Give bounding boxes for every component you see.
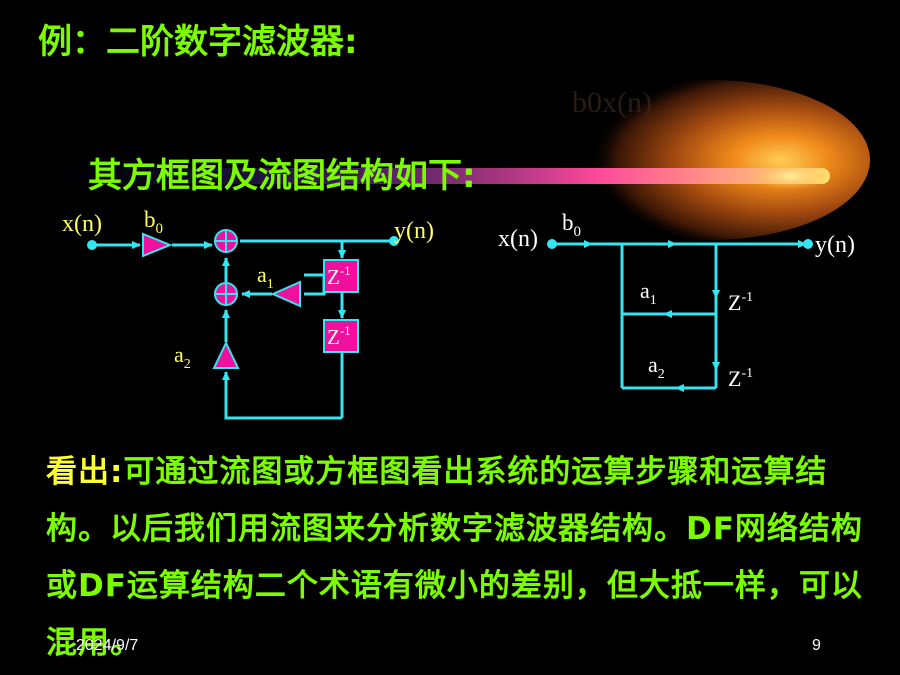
bd-a1-path [304, 275, 326, 296]
fg-input-label: x(n) [498, 226, 538, 252]
bd-b0-label: b0 [144, 207, 163, 237]
subtitle: 其方框图及流图结构如下: [88, 156, 476, 196]
fg-delay2-label: Z-1 [728, 366, 753, 391]
bd-adder-2 [214, 282, 238, 306]
bd-a2-label: a2 [174, 342, 191, 372]
bd-output-label: y(n) [394, 218, 434, 244]
flow-graph [552, 240, 807, 392]
fg-a1-label: a1 [640, 278, 657, 308]
bd-delay1-label: Z-1 [327, 263, 351, 289]
bd-delay-box-2 [323, 319, 359, 353]
fg-delay1-label: Z-1 [728, 290, 753, 315]
bd-input-node [87, 240, 97, 250]
bd-a2-amplifier [212, 340, 240, 369]
bd-a1-amplifier [270, 280, 301, 308]
bd-output-node [389, 236, 399, 246]
bd-delay2-label: Z-1 [327, 323, 351, 349]
bd-b0-amplifier [142, 232, 173, 258]
fg-a2-label: a2 [648, 352, 665, 382]
footer-date: 2024/9/7 [76, 637, 139, 654]
slide-title: 例：二阶数字滤波器: [38, 22, 358, 62]
bd-a1-label: a1 [257, 262, 274, 292]
explanation-text: 可通过流图或方框图看出系统的运算步骤和运算结构。以后我们用流图来分析数字滤波器结… [46, 454, 863, 661]
bd-delay-box-1 [323, 259, 359, 293]
bd-input-label: x(n) [62, 211, 102, 237]
fg-b0-label: b0 [562, 210, 581, 240]
fg-output-label: y(n) [815, 232, 855, 258]
highlight-label: 看出: [46, 454, 124, 490]
block-diagram [92, 239, 392, 420]
fg-output-node [803, 239, 813, 249]
ghost-formula-text: b0x(n) [572, 86, 652, 119]
explanation-paragraph: 看出:可通过流图或方框图看出系统的运算步骤和运算结构。以后我们用流图来分析数字滤… [46, 444, 866, 672]
bd-adder-1 [214, 229, 238, 253]
bd-a2-loop [222, 371, 342, 420]
page-number: 9 [812, 637, 821, 654]
fg-input-node [547, 239, 557, 249]
